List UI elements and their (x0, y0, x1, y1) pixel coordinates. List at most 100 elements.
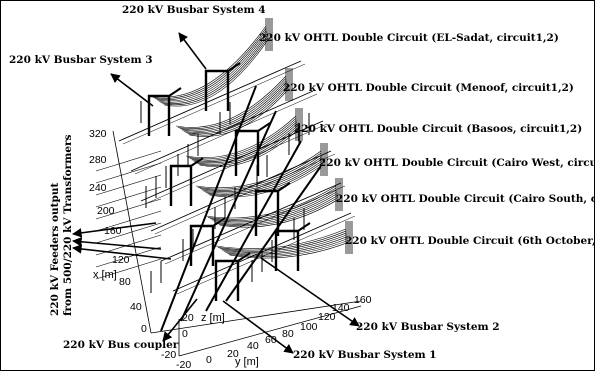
ohtl-conductor (183, 83, 288, 133)
y-tick: -20 (176, 359, 191, 371)
ohtl-el-sadat-label: 220 kV OHTL Double Circuit (EL-Sadat, ci… (259, 32, 559, 44)
x-tick: 160 (104, 225, 122, 237)
feeder-line (95, 162, 162, 184)
busbar2-arrow (260, 257, 360, 327)
y-tick: 60 (265, 334, 277, 346)
gantry-portal (254, 189, 280, 236)
ohtl-menoof-label: 220 kV OHTL Double Circuit (Menoof, circ… (283, 82, 574, 94)
feeder-arrow-1 (72, 222, 157, 238)
y-axis-label: y [m] (235, 356, 259, 368)
x-tick: 80 (119, 276, 131, 288)
ohtl-conductor (185, 115, 297, 158)
feeder-line (95, 174, 162, 196)
busbar1-arrow (222, 300, 294, 354)
busbar-system (160, 85, 257, 332)
gantry-portal (147, 94, 171, 136)
substation-wireframe (95, 18, 356, 332)
feeder-line (95, 198, 162, 220)
ohtl-conductor (160, 35, 268, 104)
y-axis-line (150, 300, 362, 334)
gantry-beam (257, 122, 271, 132)
ohtl-conductor (177, 77, 287, 129)
z-axis-label: z [m] (201, 312, 225, 324)
ohtl-6th-october-label: 220 kV OHTL Double Circuit (6th October,… (345, 235, 595, 247)
feeders-label-group: 220 kV Feeders output from 500/220 kV Tr… (49, 134, 74, 316)
ohtl-conductor (162, 37, 269, 106)
y-tick: 20 (227, 348, 239, 360)
gantry-beam (227, 62, 241, 72)
gantry-portal (214, 259, 240, 301)
ohtl-conductor (195, 125, 298, 165)
x-tick: 40 (130, 301, 142, 313)
ohtl-conductor (227, 240, 349, 257)
3d-axes (112, 130, 362, 357)
x-tick: 0 (141, 323, 147, 335)
ohtl-conductor (193, 123, 298, 164)
ohtl-cairo-south-label: 220 kV OHTL Double Circuit (Cairo South,… (336, 193, 595, 205)
feeders-label-line2: from 500/220 kV Transformers (62, 134, 74, 316)
feeder-arrow-3 (72, 244, 172, 260)
z-tick: 0 (182, 328, 188, 340)
y-tick: 80 (282, 328, 294, 340)
ohtl-conductor (199, 129, 299, 168)
ohtl-cairo-west-label: 220 kV OHTL Double Circuit (Cairo West, … (319, 157, 595, 169)
annotation-arrows (72, 32, 360, 354)
ohtl-conductor (219, 232, 347, 252)
busbar-run (130, 90, 314, 172)
bus-coupler-label: 220 kV Bus coupler (63, 339, 179, 351)
busbar4-arrow (178, 32, 207, 70)
ohtl-conductor (209, 164, 324, 198)
feeder-line (95, 222, 162, 244)
ohtl-conductor (187, 117, 297, 160)
busbar3-label: 220 kV Busbar System 3 (9, 54, 153, 66)
z-tick: 20 (182, 312, 194, 324)
busbar-run (122, 63, 306, 145)
feeder-arrow-2 (72, 237, 162, 250)
ohtl-conductor (175, 75, 287, 128)
ohtl-conductor (209, 189, 337, 221)
ohtl-conductor (187, 87, 289, 136)
y-axis-front-line (178, 305, 362, 357)
x-tick: 280 (89, 154, 107, 166)
y-axis-ticks: -20 0 20 40 60 80 100 120 140 160 (176, 294, 372, 371)
x-tick: 120 (112, 254, 130, 266)
ohtl-conductor (164, 39, 269, 107)
ohtl-conductor (217, 230, 347, 251)
y-tick: 140 (332, 302, 350, 314)
ohtl-conductor (152, 27, 267, 99)
z-tick: -20 (161, 349, 176, 361)
coupler-arrow (162, 298, 198, 342)
gantry-beam (190, 157, 204, 167)
busbar3-arrow (110, 73, 154, 107)
gantry-portal (169, 164, 193, 206)
ohtl-conductor (205, 160, 323, 195)
ohtl-conductor (213, 193, 338, 224)
ohtl-conductor (197, 152, 322, 190)
y-tick: 100 (300, 321, 318, 333)
ohtl-basoos-label: 220 kV OHTL Double Circuit (Basoos, circ… (294, 123, 582, 135)
ohtl-conductor (225, 238, 348, 256)
gantry-portal (189, 224, 215, 266)
ohtl-conductor (154, 29, 267, 100)
x-tick: 320 (89, 128, 107, 140)
x-tick: 200 (97, 205, 115, 217)
ohtl-conductor (203, 158, 323, 194)
x-axis-line (112, 130, 152, 334)
ohtl-conductor (158, 33, 268, 103)
ohtl-conductor (215, 195, 338, 225)
ohtl-conductor (179, 79, 287, 131)
ohtl-conductor (195, 150, 322, 189)
ohtl-conductor (185, 85, 288, 135)
ohtl-conductor (221, 234, 348, 253)
ohtl-conductor (215, 228, 347, 249)
feeder-line (95, 210, 162, 232)
y-tick: 40 (247, 340, 259, 352)
busbar-run (154, 153, 336, 235)
busbar-system (225, 165, 322, 302)
feeder-line (95, 258, 162, 280)
y-tick: 120 (318, 311, 336, 323)
y-tick: 0 (206, 354, 212, 366)
gantry-portal (234, 129, 260, 176)
